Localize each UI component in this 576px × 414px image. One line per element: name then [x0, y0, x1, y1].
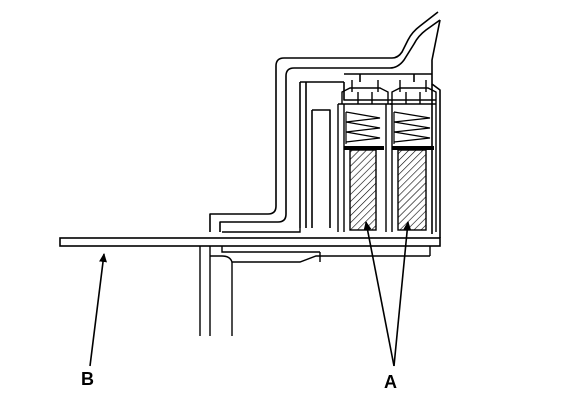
spring-seats [344, 146, 434, 150]
hatched-pistons [349, 149, 427, 231]
spring-left [345, 111, 381, 144]
piston-caps [341, 80, 437, 104]
leader-a-left [363, 221, 395, 367]
callout-label-a: A [384, 372, 397, 392]
cylinder-walls [337, 103, 437, 232]
callout-label-b: B [81, 369, 94, 389]
leader-lines [89, 221, 412, 367]
shaft [59, 237, 441, 247]
leader-a-right [393, 221, 412, 367]
spring-right [393, 111, 431, 144]
lower-housing [199, 228, 431, 336]
housing-outline [209, 11, 441, 238]
leader-b [89, 253, 107, 367]
